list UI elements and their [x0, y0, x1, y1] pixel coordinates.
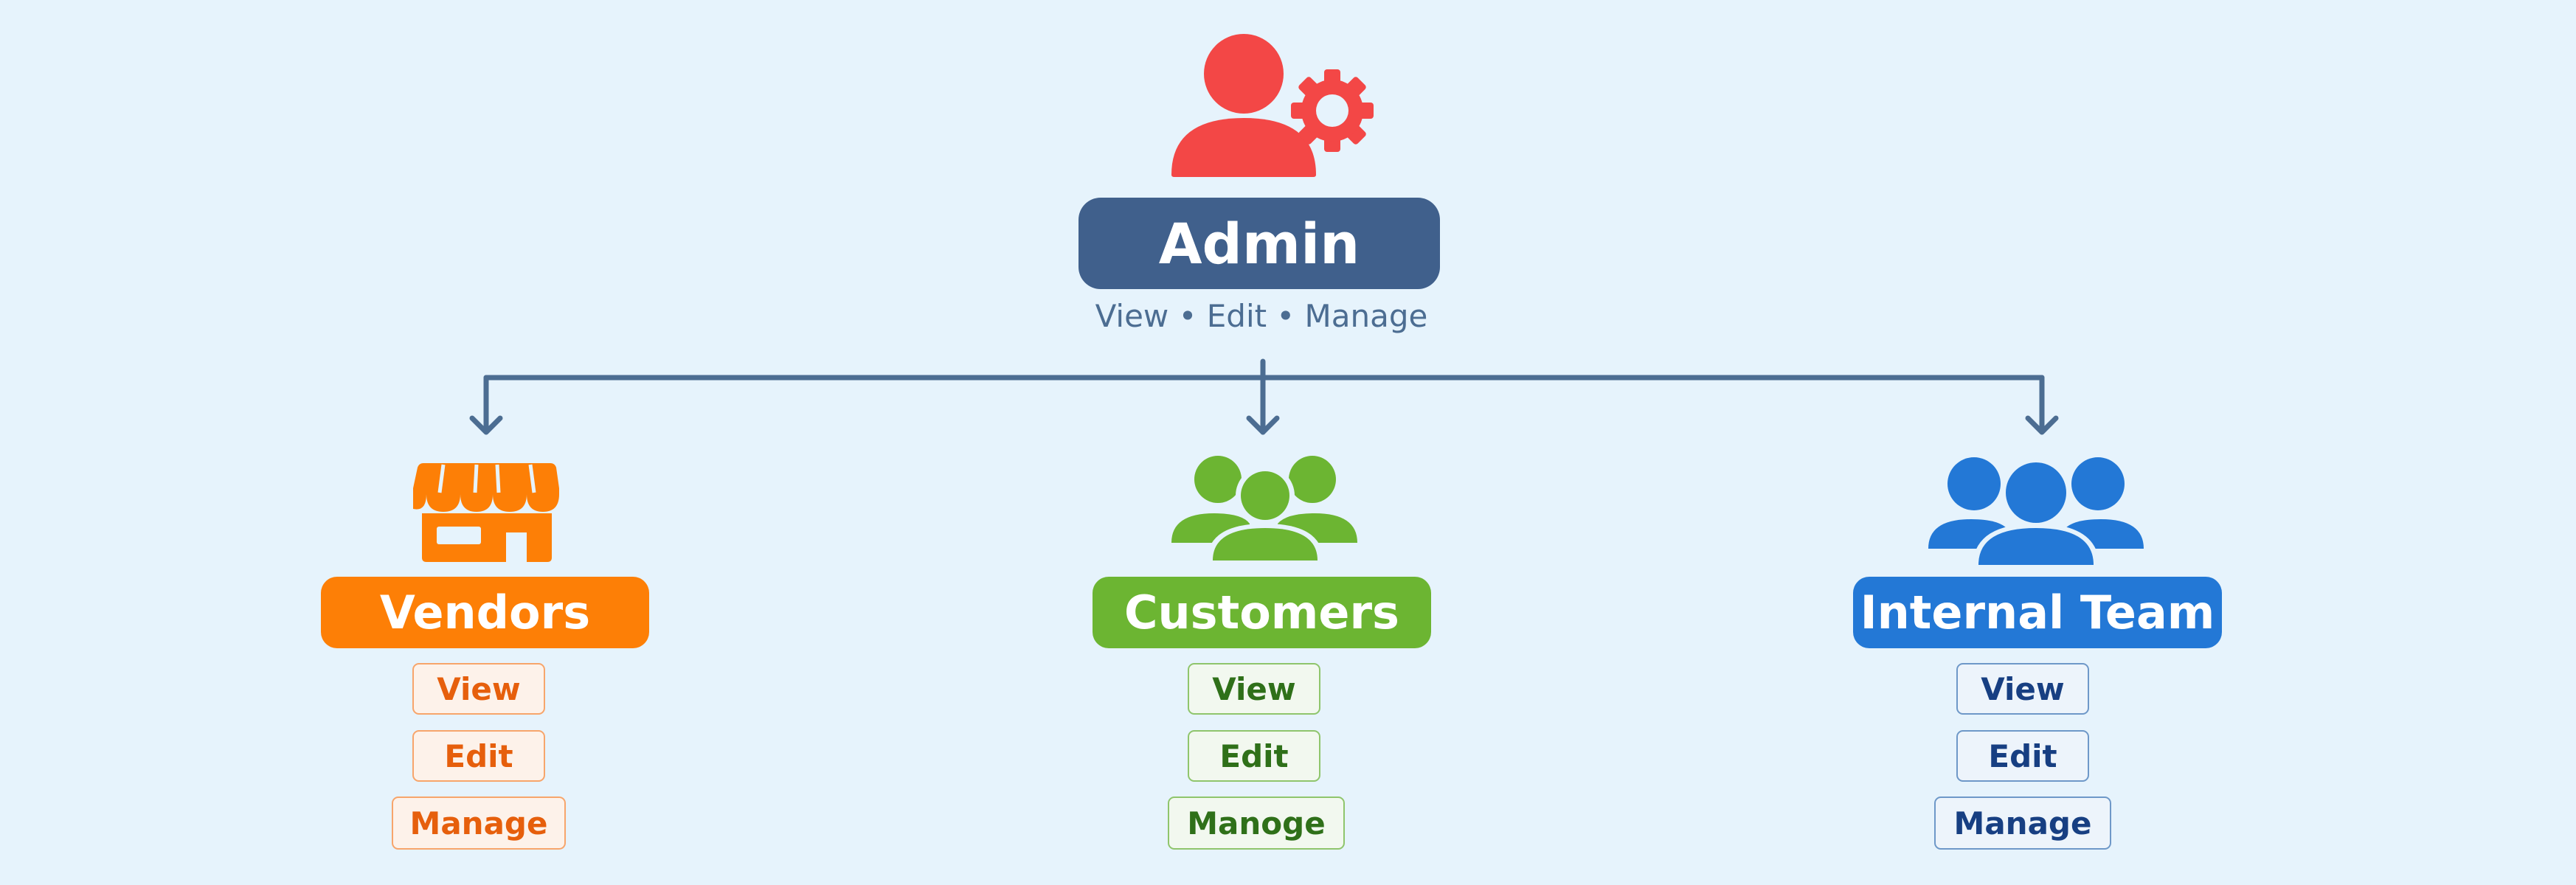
vendors-edit-permission[interactable]: Edit [412, 730, 545, 782]
internal-team-label: Internal Team [1860, 586, 2215, 639]
role-node-customers[interactable]: Customers [1093, 577, 1431, 648]
internal-team-view-permission[interactable]: View [1956, 663, 2089, 715]
admin-node[interactable]: Admin [1078, 198, 1440, 289]
vendors-label: Vendors [379, 586, 591, 639]
internal-team-manage-permission[interactable]: Manage [1934, 796, 2111, 850]
team-group-icon [1928, 457, 2144, 568]
arrow-head-internal-team-icon [2025, 415, 2059, 435]
admin-gear-icon [1171, 34, 1374, 177]
role-node-vendors[interactable]: Vendors [321, 577, 649, 648]
customers-label: Customers [1124, 586, 1399, 639]
arrow-head-customers-icon [1246, 415, 1280, 435]
customers-manage-permission[interactable]: Manoge [1168, 796, 1345, 850]
customers-group-icon [1171, 456, 1357, 562]
storefront-icon [413, 463, 559, 562]
admin-label: Admin [1158, 210, 1360, 277]
role-node-internal-team[interactable]: Internal Team [1853, 577, 2222, 648]
vendors-manage-permission[interactable]: Manage [392, 796, 566, 850]
internal-team-edit-permission[interactable]: Edit [1956, 730, 2089, 782]
arrow-head-vendors-icon [469, 415, 503, 435]
customers-edit-permission[interactable]: Edit [1188, 730, 1320, 782]
vendors-view-permission[interactable]: View [412, 663, 545, 715]
customers-view-permission[interactable]: View [1188, 663, 1320, 715]
admin-permissions: View • Edit • Manage [1095, 298, 1428, 334]
